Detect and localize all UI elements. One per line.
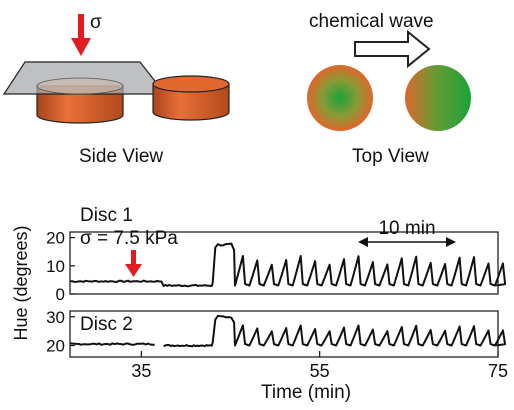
y-axis-label: Hue (degrees) [11, 225, 31, 340]
wave-label: chemical wave [309, 11, 434, 32]
disc1-plot-frame [69, 231, 499, 295]
scale-bar-label: 10 min [378, 218, 435, 239]
disc2-y-tick-label: 20 [46, 337, 65, 356]
stress-arrow [71, 14, 91, 56]
x-tick-label: 75 [488, 361, 508, 381]
x-tick-label: 55 [310, 361, 330, 381]
disc2-y-tick-label: 30 [46, 308, 65, 327]
disc1-hue-trace [69, 242, 507, 288]
disc1-y-tick-label: 0 [56, 285, 65, 304]
top-view-illustration: chemical wave Top View [307, 11, 471, 167]
disc2-label: Disc 2 [80, 314, 133, 335]
top-disc-center-wave [307, 65, 373, 131]
x-axis-ticks: 35 55 75 [131, 351, 508, 381]
wave-arrow-icon [354, 29, 431, 69]
disc1-y-ticks: 0 10 20 [46, 229, 75, 304]
sigma-symbol: σ [90, 12, 102, 33]
disc-top-through-plate [36, 77, 124, 95]
disc2-plot-frame [69, 310, 499, 358]
disc1-label: Disc 1 [80, 205, 133, 226]
side-view-label: Side View [79, 146, 163, 167]
disc2-hue-trace [69, 314, 507, 348]
x-tick-label: 35 [131, 361, 151, 381]
disc1-y-tick-label: 10 [46, 257, 65, 276]
top-disc-side-wave [405, 65, 471, 131]
stimulus-arrow [125, 250, 142, 277]
disc1-y-tick-label: 20 [46, 229, 65, 248]
disc-under-plate [36, 85, 124, 124]
x-axis-label: Time (min) [261, 382, 351, 403]
side-view-illustration: σ Side View [2, 12, 230, 167]
stress-annotation: σ = 7.5 kPa [80, 228, 178, 249]
top-view-label: Top View [352, 146, 429, 167]
disc1-panel: Disc 1 σ = 7.5 kPa 10 min 0 10 20 [46, 205, 507, 304]
free-disc [152, 75, 230, 121]
scale-bar [358, 237, 456, 247]
